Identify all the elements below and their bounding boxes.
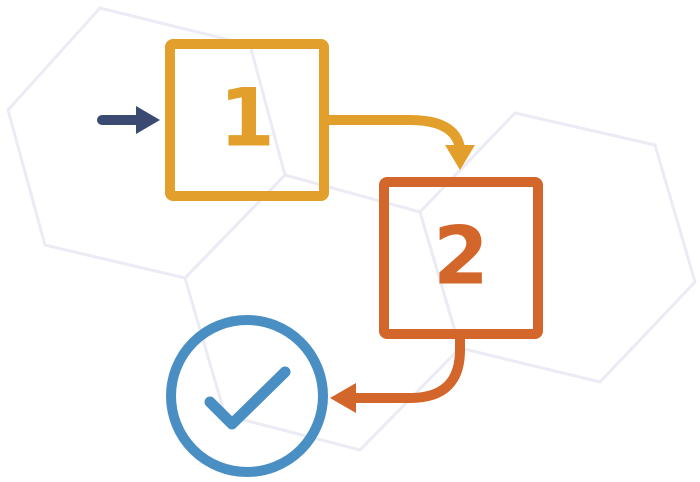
- background-hexagons: [6, 6, 697, 452]
- entry-arrow-icon: [97, 106, 160, 134]
- connector-2-to-done: [330, 331, 465, 413]
- step-2-box: 2: [379, 177, 543, 339]
- hexagon: [183, 173, 462, 452]
- step-2-label: 2: [433, 210, 489, 303]
- step-1-box: 1: [165, 39, 329, 201]
- connector-1-to-2: [321, 115, 475, 170]
- checkmark-circle-icon: [166, 315, 328, 477]
- step-1-label: 1: [219, 72, 275, 165]
